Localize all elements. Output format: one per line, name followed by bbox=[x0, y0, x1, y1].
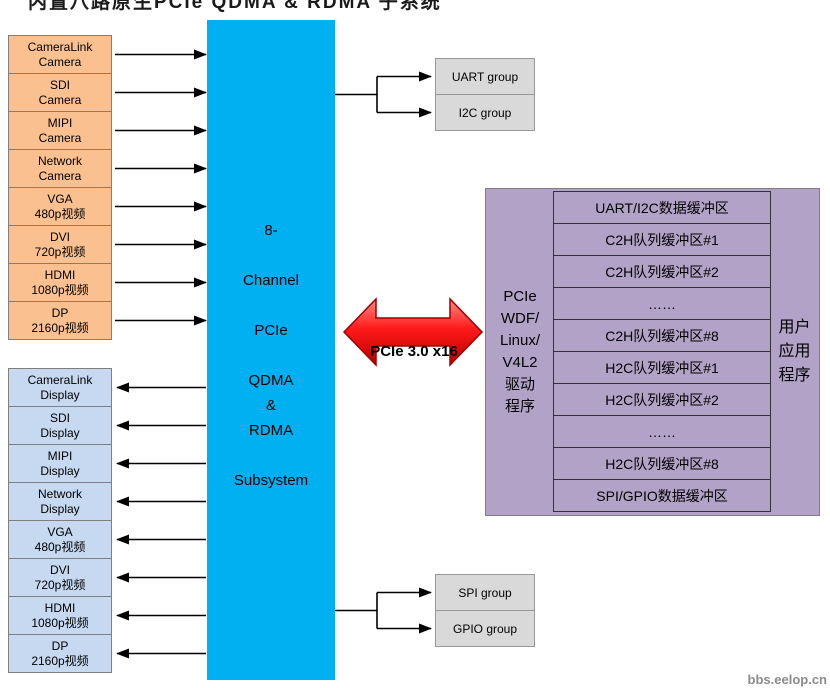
display-box-dvi: DVI 720p视频 bbox=[8, 558, 112, 597]
watermark: bbs.eelop.cn bbox=[747, 672, 827, 687]
buffer-row-h2c-8: H2C队列缓冲区#8 bbox=[553, 447, 771, 480]
driver-label: PCIe WDF/ Linux/ V4L2 驱动 程序 bbox=[499, 288, 541, 415]
buffer-row-uart-i2c: UART/I2C数据缓冲区 bbox=[553, 191, 771, 224]
pcie-link-label: PCIe 3.0 x16 bbox=[370, 343, 458, 360]
spi-gpio-group: SPI group GPIO group bbox=[435, 574, 535, 647]
source-box-sdi: SDI Camera bbox=[8, 73, 112, 112]
buffer-column: UART/I2C数据缓冲区 C2H队列缓冲区#1 C2H队列缓冲区#2 …… C… bbox=[553, 191, 771, 512]
buffer-row-h2c-2: H2C队列缓冲区#2 bbox=[553, 383, 771, 416]
uart-group-box: UART group bbox=[435, 58, 535, 95]
subsystem-label: 8- Channel PCIe QDMA & RDMA Subsystem bbox=[233, 222, 309, 489]
uart-i2c-group: UART group I2C group bbox=[435, 58, 535, 131]
buffer-row-c2h-2: C2H队列缓冲区#2 bbox=[553, 255, 771, 288]
source-box-dp: DP 2160p视频 bbox=[8, 301, 112, 340]
display-box-dp: DP 2160p视频 bbox=[8, 634, 112, 673]
subsystem-block: 8- Channel PCIe QDMA & RDMA Subsystem bbox=[207, 20, 335, 680]
display-box-cameralink: CameraLink Display bbox=[8, 368, 112, 407]
buffer-row-ellipsis-2: …… bbox=[553, 415, 771, 448]
uart-i2c-connector bbox=[335, 71, 432, 118]
spi-group-box: SPI group bbox=[435, 574, 535, 611]
display-box-vga: VGA 480p视频 bbox=[8, 520, 112, 559]
display-box-network: Network Display bbox=[8, 482, 112, 521]
source-arrows bbox=[115, 49, 207, 326]
buffer-row-c2h-1: C2H队列缓冲区#1 bbox=[553, 223, 771, 256]
source-box-mipi: MIPI Camera bbox=[8, 111, 112, 150]
source-box-dvi: DVI 720p视频 bbox=[8, 225, 112, 264]
source-box-hdmi: HDMI 1080p视频 bbox=[8, 263, 112, 302]
buffer-row-c2h-8: C2H队列缓冲区#8 bbox=[553, 319, 771, 352]
i2c-group-box: I2C group bbox=[435, 94, 535, 131]
display-box-sdi: SDI Display bbox=[8, 406, 112, 445]
display-arrows bbox=[116, 382, 206, 659]
source-box-network: Network Camera bbox=[8, 149, 112, 188]
buffer-row-ellipsis-1: …… bbox=[553, 287, 771, 320]
buffer-row-h2c-1: H2C队列缓冲区#1 bbox=[553, 351, 771, 384]
display-box-hdmi: HDMI 1080p视频 bbox=[8, 596, 112, 635]
source-box-cameralink: CameraLink Camera bbox=[8, 35, 112, 74]
clipped-title: 内置八路原生PCIe QDMA & RDMA 子系统 bbox=[28, 0, 442, 13]
gpio-group-box: GPIO group bbox=[435, 610, 535, 647]
source-column: CameraLink Camera SDI Camera MIPI Camera… bbox=[8, 35, 112, 340]
source-box-vga: VGA 480p视频 bbox=[8, 187, 112, 226]
driver-stack-block: PCIe WDF/ Linux/ V4L2 驱动 程序 UART/I2C数据缓冲… bbox=[485, 188, 820, 516]
display-box-mipi: MIPI Display bbox=[8, 444, 112, 483]
buffer-row-spi-gpio: SPI/GPIO数据缓冲区 bbox=[553, 479, 771, 512]
spi-gpio-connector bbox=[335, 587, 432, 634]
user-app-label: 用户 应用 程序 bbox=[778, 319, 811, 384]
display-column: CameraLink Display SDI Display MIPI Disp… bbox=[8, 368, 112, 673]
